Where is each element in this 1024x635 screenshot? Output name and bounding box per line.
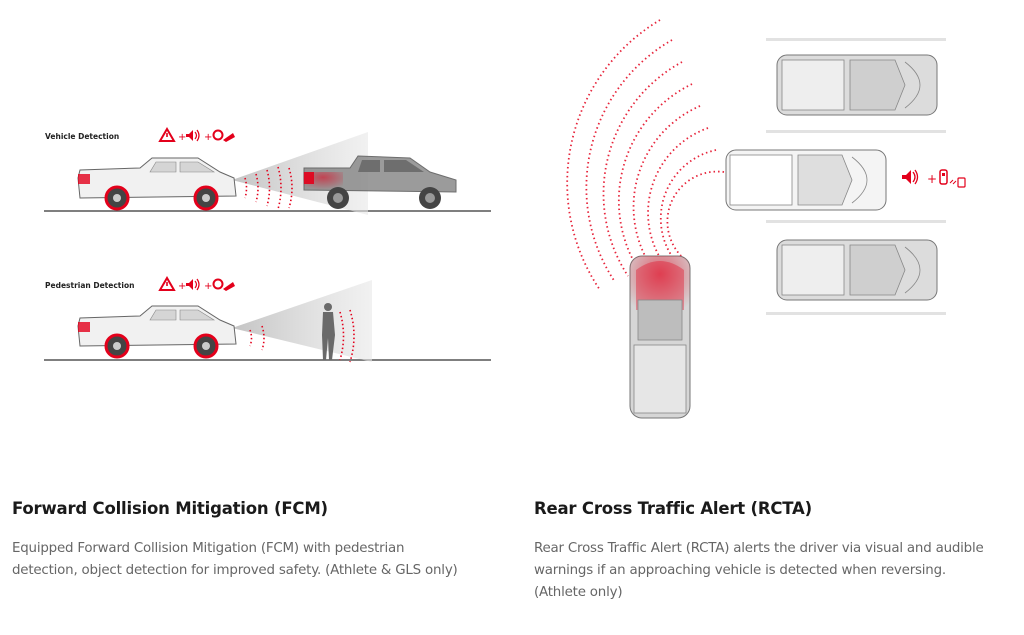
fcm-description-line-2: detection, object detection for improved… [12,563,458,578]
pickup-truck-front [77,157,237,211]
reversing-truck [629,255,691,419]
center-truck [725,149,887,211]
speaker-icon [186,278,200,291]
plus-sign-2: + [204,132,212,143]
rcta-title: Rear Cross Traffic Alert (RCTA) [534,499,812,518]
rcta-radar-waves [566,19,725,291]
parked-truck-bottom [776,239,938,301]
fcm-description: Equipped Forward Collision Mitigation (F… [12,538,502,582]
rcta-feature: Rear Cross Traffic Alert (RCTA) Rear Cro… [534,499,1022,604]
rcta-description-line-2: warnings if an approaching vehicle is de… [534,563,946,578]
fcm-feature: Forward Collision Mitigation (FCM) Equip… [12,499,502,582]
fcm-title: Forward Collision Mitigation (FCM) [12,499,328,518]
key-fob-icon [939,169,966,188]
pedestrian-detection-label: Pedestrian Detection [45,281,134,290]
plus-sign-4: + [204,281,212,292]
pickup-truck-ahead [303,155,457,209]
rcta-panel: + [566,19,966,419]
plus-sign-5: + [927,172,937,186]
vehicle-detection-label: Vehicle Detection [45,132,119,141]
fcm-description-line-1: Equipped Forward Collision Mitigation (F… [12,541,405,556]
rcta-description-line-1: Rear Cross Traffic Alert (RCTA) alerts t… [534,541,984,556]
pedestrian-figure [322,303,335,360]
radar-waves-vehicle [244,166,293,210]
rcta-description: Rear Cross Traffic Alert (RCTA) alerts t… [534,538,1022,604]
plus-sign: + [178,132,186,143]
rcta-alert-icons: + [902,169,966,188]
pedestrian-detection-panel: Pedestrian Detection + + [44,276,491,363]
brake-pedal-icon [212,278,235,291]
alert-icons-vehicle: + + [158,127,235,143]
warning-triangle-icon [158,276,176,291]
vehicle-detection-panel: Vehicle Detection + + [44,127,491,215]
parked-truck-top [776,54,938,116]
brake-pedal-icon [212,129,235,142]
speaker-icon [902,169,919,185]
pickup-truck-pedestrian [77,305,237,359]
warning-triangle-icon [158,127,176,142]
rcta-description-line-3: (Athlete only) [534,585,623,600]
alert-icons-pedestrian: + + [158,276,235,292]
radar-waves-pedestrian [249,309,355,363]
speaker-icon [186,129,200,142]
safety-illustration: Vehicle Detection + + [44,19,966,419]
plus-sign-3: + [178,281,186,292]
